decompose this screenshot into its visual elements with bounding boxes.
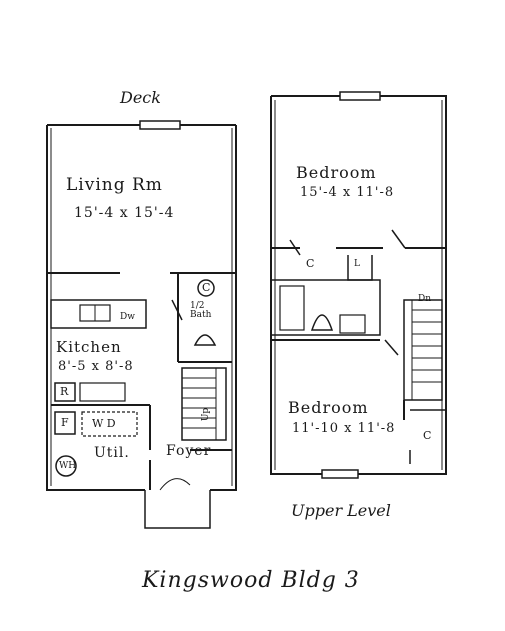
bedroom-2-dims: 11'-10 x 11'-8 bbox=[292, 421, 396, 436]
dishwasher-label: Dw bbox=[120, 312, 135, 322]
bedroom-1-dims: 15'-4 x 11'-8 bbox=[300, 185, 395, 200]
fridge-label: F bbox=[61, 416, 69, 429]
closet-2-label: C bbox=[423, 429, 432, 442]
util-label: Util. bbox=[94, 445, 130, 461]
deck-label: Deck bbox=[120, 88, 161, 107]
water-heater bbox=[55, 455, 77, 477]
entry-porch bbox=[144, 490, 211, 529]
upper-stair-label: Dn bbox=[418, 294, 432, 304]
upper-window-bottom bbox=[321, 469, 359, 479]
bedroom-1-name: Bedroom bbox=[296, 163, 377, 182]
linen-closet bbox=[347, 255, 373, 281]
range bbox=[54, 382, 76, 402]
kitchen-dims: 8'-5 x 8'-8 bbox=[58, 359, 134, 374]
half-bath-label: 1/2 Bath bbox=[190, 301, 212, 320]
range-label: R bbox=[60, 385, 69, 398]
lower-exterior-wall-right bbox=[210, 125, 237, 491]
bathtub bbox=[279, 285, 305, 331]
kitchen-counter bbox=[50, 299, 147, 329]
washer-dryer bbox=[81, 411, 138, 437]
lower-stair-label: Up bbox=[201, 407, 212, 422]
upper-toilet bbox=[310, 314, 334, 331]
range-side bbox=[79, 382, 126, 402]
closet-label: C bbox=[202, 281, 211, 294]
upper-window-top bbox=[339, 91, 381, 101]
foyer-label: Foyer bbox=[166, 443, 212, 459]
toilet bbox=[197, 279, 215, 297]
deck-door bbox=[139, 120, 181, 130]
fridge bbox=[54, 411, 76, 435]
washer-dryer-label: W D bbox=[92, 417, 116, 430]
bedroom-2-name: Bedroom bbox=[288, 398, 369, 417]
living-room-name: Living Rm bbox=[66, 175, 163, 195]
water-heater-label: WH bbox=[59, 461, 77, 471]
linen-closet-label: L bbox=[354, 259, 360, 269]
closet-1-label: C bbox=[306, 257, 315, 270]
bath-sink bbox=[193, 334, 217, 346]
upper-exterior-wall bbox=[270, 96, 322, 475]
upper-stair bbox=[403, 299, 443, 401]
plan-title: Kingswood Bldg 3 bbox=[142, 568, 360, 593]
living-room-dims: 15'-4 x 15'-4 bbox=[74, 205, 175, 221]
lower-exterior-wall bbox=[46, 125, 145, 491]
lower-stair bbox=[181, 367, 227, 441]
vanity bbox=[339, 314, 366, 334]
upper-bathroom bbox=[271, 279, 381, 336]
upper-level-caption: Upper Level bbox=[291, 501, 391, 520]
closet-door-1 bbox=[289, 239, 301, 256]
entry-door-swing bbox=[159, 478, 191, 491]
kitchen-name: Kitchen bbox=[56, 338, 122, 356]
